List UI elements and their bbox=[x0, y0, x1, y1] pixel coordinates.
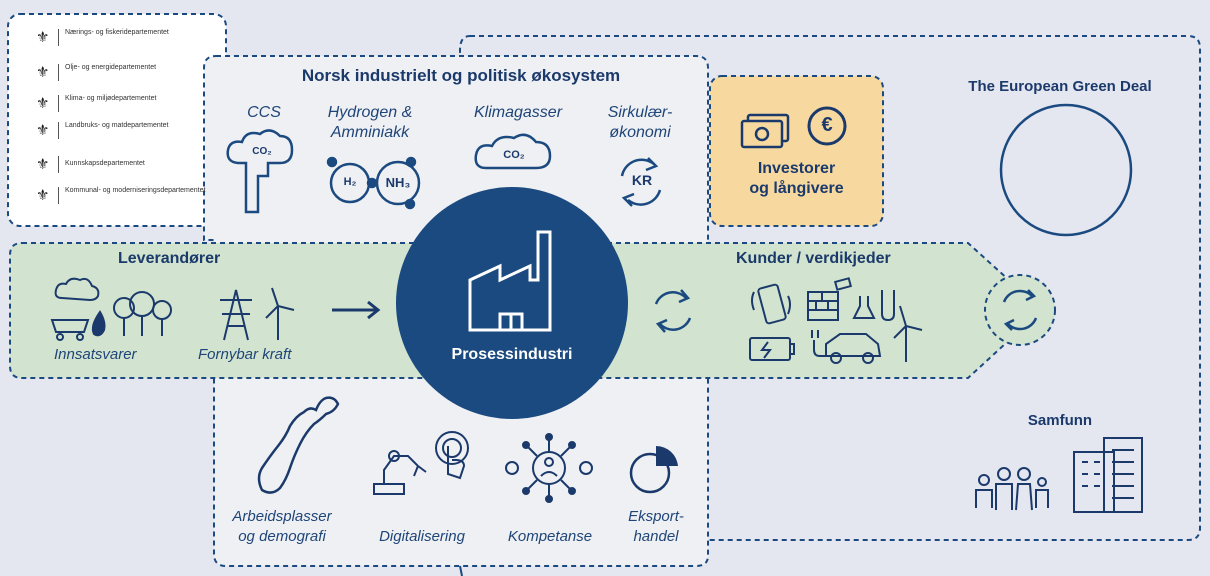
investors-box bbox=[709, 75, 884, 227]
people-icon bbox=[975, 467, 1049, 511]
touch-icon bbox=[435, 431, 469, 480]
topic-label-sirkulaer: Sirkulær- bbox=[607, 104, 673, 121]
ministry-item: ⚜ Klima- og miljødepartementet bbox=[36, 94, 216, 114]
cycle-icon-center bbox=[654, 289, 692, 333]
green-deal-region bbox=[459, 35, 1201, 541]
kr-label: KR bbox=[631, 172, 653, 188]
nh3-label: NH₃ bbox=[385, 175, 411, 190]
green-deal-circle bbox=[999, 103, 1133, 237]
phone-icon bbox=[751, 283, 791, 325]
renewable-power-icon bbox=[220, 287, 295, 341]
co2-label: CO₂ bbox=[252, 146, 272, 157]
bottom-item-kompetanse: Kompetanse bbox=[507, 528, 593, 545]
process-industry-circle bbox=[396, 187, 628, 419]
recycle-icon bbox=[620, 157, 662, 207]
crest-icon: ⚜ bbox=[36, 29, 50, 46]
investors-label-2: og långivere bbox=[749, 180, 844, 197]
molecule-icon bbox=[326, 156, 421, 210]
bottom-item-eksport: Eksport- bbox=[628, 508, 684, 525]
h2-label: H₂ bbox=[343, 176, 357, 188]
crest-icon: ⚜ bbox=[36, 156, 50, 173]
factory-icon bbox=[468, 230, 552, 332]
co2-label: CO₂ bbox=[503, 149, 525, 161]
ministry-name: Olje- og energidepartementet bbox=[65, 64, 157, 71]
raw-materials-icon bbox=[50, 277, 172, 341]
wind-turbine-icon bbox=[893, 305, 923, 362]
ministry-name: Landbruks- og matdepartementet bbox=[65, 122, 169, 129]
crest-icon: ⚜ bbox=[36, 95, 50, 112]
topic-label-hydrogen: Hydrogen & bbox=[327, 104, 413, 121]
euro-icon bbox=[807, 106, 847, 146]
green-deal-title: The European Green Deal bbox=[968, 78, 1152, 95]
topic-label-klimagasser: Klimagasser bbox=[473, 104, 563, 121]
topic-label-ccs: CCS bbox=[247, 104, 281, 121]
society-title: Samfunn bbox=[1027, 412, 1093, 429]
suppliers-title: Leverandører bbox=[118, 250, 221, 267]
ecosystem-title: Norsk industrielt og politisk økosystem bbox=[301, 66, 621, 85]
money-icon bbox=[740, 113, 790, 149]
cycle-icon-right bbox=[1002, 289, 1038, 331]
bottom-item-eksport-2: handel bbox=[633, 528, 679, 545]
flow-arrow bbox=[332, 300, 381, 320]
electric-car-icon bbox=[811, 330, 882, 364]
ministry-name: Kunnskapsdepartementet bbox=[65, 160, 145, 167]
investors-label: Investorer bbox=[757, 160, 836, 177]
ministry-item: ⚜ Kommunal- og moderniseringsdepartement… bbox=[36, 186, 216, 206]
ministry-item: ⚜ Olje- og energidepartementet bbox=[36, 63, 216, 83]
buildings-icon bbox=[1073, 437, 1143, 513]
ministry-name: Nærings- og fiskeridepartementet bbox=[65, 29, 169, 36]
circular-node bbox=[984, 274, 1056, 346]
co2-cloud-icon-ccs bbox=[226, 129, 294, 214]
topic-label-sirkulaer-2: økonomi bbox=[609, 124, 671, 141]
customers-title: Kunder / verdikjeder bbox=[736, 250, 891, 267]
ministry-item: ⚜ Kunnskapsdepartementet bbox=[36, 155, 216, 175]
brick-wall-icon bbox=[807, 277, 853, 321]
crest-icon: ⚜ bbox=[36, 122, 50, 139]
topic-label-hydrogen-2: Amminiakk bbox=[330, 124, 410, 141]
ministry-name: Kommunal- og moderniseringsdepartementet bbox=[65, 187, 206, 194]
lab-flask-icon bbox=[852, 290, 895, 322]
euro-symbol: € bbox=[821, 114, 833, 136]
ministry-item: ⚜ Landbruks- og matdepartementet bbox=[36, 121, 216, 141]
co2-cloud-icon-klimagasser bbox=[474, 133, 552, 170]
battery-icon bbox=[749, 337, 795, 361]
ministry-name: Klima- og miljødepartementet bbox=[65, 95, 157, 102]
ministry-item: ⚜ Nærings- og fiskeridepartementet bbox=[36, 28, 216, 48]
crest-icon: ⚜ bbox=[36, 187, 50, 204]
supplier-item-fornybar: Fornybar kraft bbox=[198, 346, 292, 363]
bottom-item-arbeidsplasser-2: og demografi bbox=[238, 528, 326, 545]
competence-network-icon bbox=[505, 433, 593, 503]
robot-arm-icon bbox=[373, 450, 427, 495]
bottom-item-digitalisering: Digitalisering bbox=[379, 528, 465, 545]
supplier-item-innsatsvarer: Innsatsvarer bbox=[54, 346, 137, 363]
export-pie-icon bbox=[629, 445, 678, 494]
bottom-item-arbeidsplasser: Arbeidsplasser bbox=[232, 508, 332, 525]
process-industry-label: Prosessindustri bbox=[451, 346, 573, 363]
crest-icon: ⚜ bbox=[36, 64, 50, 81]
norway-map-icon bbox=[257, 396, 340, 494]
